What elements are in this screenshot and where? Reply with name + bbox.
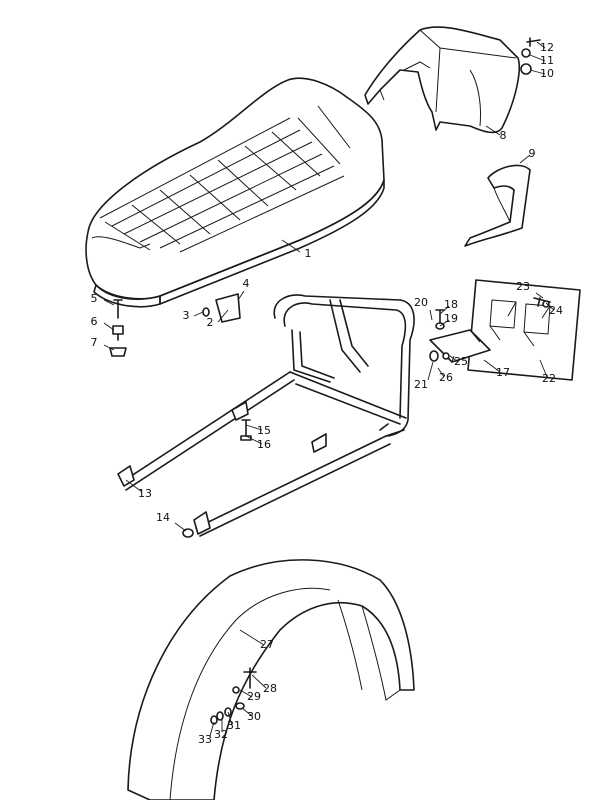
callout-21: 21 (414, 378, 428, 391)
cowl-fasteners (520, 37, 541, 75)
callout-24: 24 (549, 304, 563, 317)
callout-4: 4 (243, 277, 250, 290)
leader-line-15 (245, 424, 263, 431)
leader-line-24 (545, 302, 555, 311)
leader-line-23 (535, 292, 544, 299)
callout-25: 25 (454, 355, 468, 368)
callout-5: 5 (91, 292, 98, 305)
callout-26: 26 (439, 371, 453, 384)
callout-6: 6 (91, 315, 98, 328)
callout-16: 16 (257, 438, 271, 451)
frame-fasteners (182, 419, 252, 538)
leader-line-4 (237, 290, 245, 301)
leader-line-31 (227, 711, 233, 726)
callout-30: 30 (247, 710, 261, 723)
leader-line-14 (174, 522, 187, 532)
leader-line-10 (529, 69, 546, 75)
callout-8: 8 (500, 129, 507, 142)
leader-line-22 (539, 359, 548, 378)
leader-line-28 (251, 674, 267, 689)
seat-frame (117, 294, 415, 537)
leader-line-5 (103, 299, 115, 306)
license-plate-holder (467, 279, 581, 381)
callout-15: 15 (257, 424, 271, 437)
leader-line-12 (536, 41, 546, 49)
leader-line-3 (193, 311, 204, 317)
callout-29: 29 (247, 690, 261, 703)
callout-18: 18 (444, 298, 458, 311)
callout-19: 19 (444, 312, 458, 325)
callout-23: 23 (516, 280, 530, 293)
callout-13: 13 (138, 487, 152, 500)
rear-mudguard (127, 559, 415, 800)
leader-line-33 (209, 721, 215, 737)
leader-line-2 (217, 309, 229, 323)
leader-line-8 (485, 125, 501, 136)
callout-3: 3 (183, 309, 190, 322)
callout-10: 10 (540, 67, 554, 80)
leader-line-9 (519, 154, 531, 164)
callout-28: 28 (263, 682, 277, 695)
callout-31: 31 (227, 719, 241, 732)
callout-32: 32 (214, 728, 228, 741)
callout-2: 2 (207, 316, 214, 329)
callout-14: 14 (156, 511, 170, 524)
leader-line-20 (429, 309, 433, 321)
leader-line-1 (281, 239, 301, 253)
leader-line-30 (241, 707, 253, 717)
callout-12: 12 (540, 41, 554, 54)
callout-1: 1 (305, 247, 312, 260)
leader-line-11 (529, 54, 546, 62)
callout-9: 9 (529, 147, 536, 160)
rear-cowl (364, 26, 521, 134)
callout-17: 17 (496, 366, 510, 379)
leader-line-16 (245, 435, 263, 445)
leader-line-13 (125, 479, 143, 493)
seat-fasteners (109, 293, 241, 357)
leader-line-25 (449, 355, 459, 363)
leader-line-21 (427, 361, 434, 381)
callout-11: 11 (540, 54, 554, 67)
leader-line-17 (483, 359, 501, 373)
leader-line-6 (103, 322, 115, 331)
callout-20: 20 (414, 296, 428, 309)
leader-line-19 (439, 319, 450, 327)
leader-line-26 (437, 367, 445, 378)
leader-line-7 (103, 344, 115, 351)
seat-strap (464, 164, 531, 247)
leader-line-29 (239, 689, 253, 698)
plate-bracket (429, 297, 551, 363)
leader-line-27 (239, 629, 265, 646)
seat (85, 77, 385, 308)
callout-22: 22 (542, 372, 556, 385)
callout-27: 27 (260, 638, 274, 651)
leader-line-18 (439, 305, 450, 315)
callout-33: 33 (198, 733, 212, 746)
callout-7: 7 (91, 336, 98, 349)
